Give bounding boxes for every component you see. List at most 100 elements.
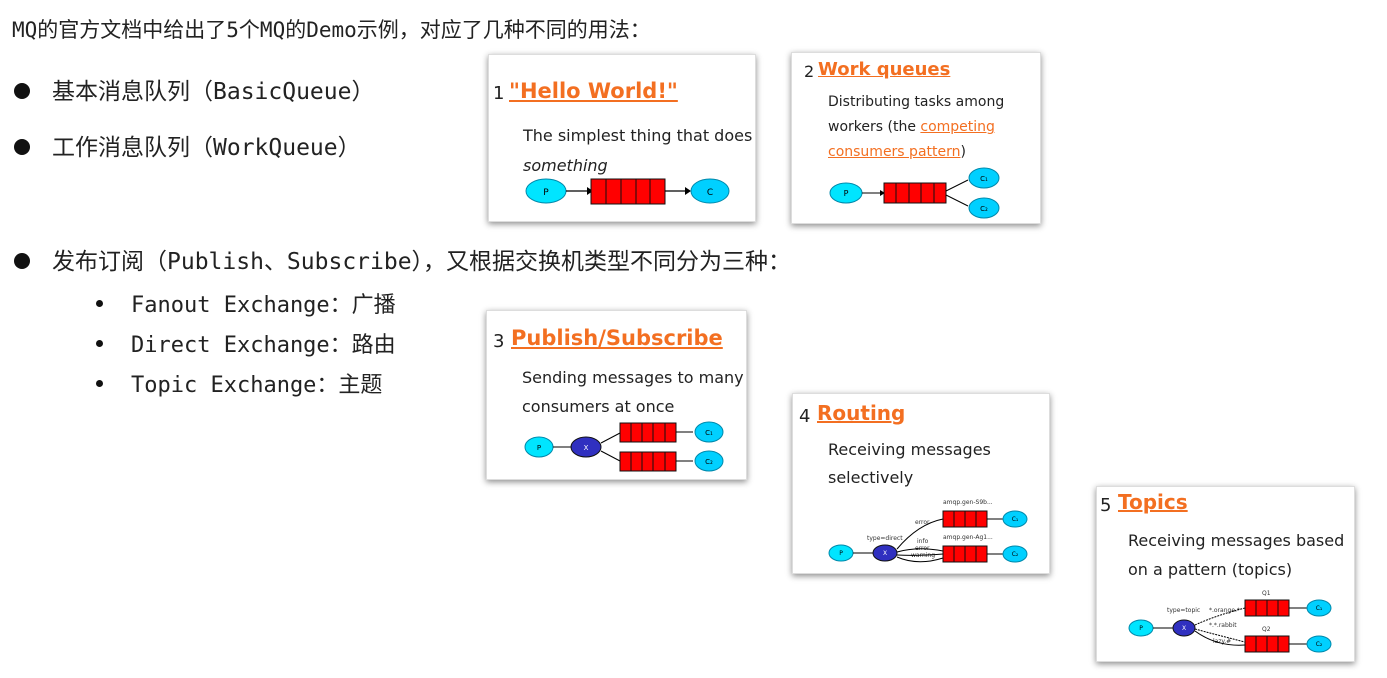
- card-routing: 4 Routing Receiving messages selectively…: [792, 393, 1050, 574]
- desc-line: Receiving messages: [828, 440, 991, 459]
- consumer-node: [1002, 545, 1028, 563]
- consumer-node: [694, 450, 724, 472]
- consumer-label: C₁: [705, 429, 713, 437]
- card-description: Receiving messages based on a pattern (t…: [1128, 526, 1344, 584]
- card-number: 1: [493, 83, 505, 104]
- queue-name-label: Q2: [1262, 626, 1271, 633]
- desc-line: on a pattern (topics): [1128, 560, 1293, 579]
- binding-arrow: [1194, 630, 1246, 646]
- sub-item-topic: Topic Exchange：主题: [96, 367, 382, 399]
- desc-line: Distributing tasks among: [828, 94, 1005, 110]
- card-title-link[interactable]: "Hello World!": [509, 79, 678, 103]
- arrow-line: [600, 450, 621, 462]
- sub-bullet-dot: [96, 339, 103, 347]
- exchange-label: X: [883, 550, 887, 557]
- routing-key-label: lazy.#: [1213, 638, 1231, 645]
- card-number: 2: [804, 62, 815, 81]
- producer-label: P: [537, 444, 541, 452]
- arrow-head: [685, 187, 691, 195]
- card-hello-world: 1 "Hello World!" The simplest thing that…: [488, 54, 756, 222]
- desc-line: selectively: [828, 468, 914, 487]
- consumers-pattern-link[interactable]: consumers pattern: [828, 144, 961, 160]
- intro-text: MQ的官方文档中给出了5个MQ的Demo示例，对应了几种不同的用法：: [12, 18, 651, 42]
- sub-item-fanout: Fanout Exchange：广播: [96, 287, 396, 319]
- binding-arrow: [896, 518, 944, 550]
- bullet-label: 基本消息队列（BasicQueue）: [52, 79, 375, 105]
- card-topics: 5 Topics Receiving messages based on a p…: [1096, 486, 1355, 662]
- consumer-label: C₁: [1316, 605, 1323, 612]
- card-publish-subscribe: 3 Publish/Subscribe Sending messages to …: [486, 310, 747, 480]
- bullet-dot: [14, 252, 30, 269]
- arrow-line: [945, 194, 969, 207]
- card-number: 4: [799, 406, 811, 427]
- queue-block: [619, 422, 677, 443]
- desc-line: consumers pattern): [828, 140, 1004, 165]
- diagram-hello-world: P C: [525, 178, 730, 205]
- desc-line: Receiving messages based: [1128, 531, 1345, 550]
- card-title-link[interactable]: Publish/Subscribe: [511, 326, 723, 350]
- queue-name-label: amqp.gen-Ag1...: [943, 534, 993, 541]
- consumer-node: [1306, 599, 1332, 617]
- consumer-label: C: [707, 188, 713, 198]
- binding-arrow: [896, 556, 944, 563]
- arrow-line: [945, 179, 969, 192]
- desc-line: The simplest thing that does: [523, 126, 753, 145]
- bullet-work-queue: 工作消息队列（WorkQueue）: [14, 128, 361, 162]
- exchange-label: X: [584, 444, 589, 452]
- exchange-type-label: type=direct: [867, 535, 903, 542]
- competing-link[interactable]: competing: [920, 119, 995, 135]
- routing-key-label: info: [917, 538, 929, 545]
- producer-label: P: [844, 189, 849, 198]
- producer-label: P: [839, 550, 843, 557]
- routing-key-label: *.*.rabbit: [1209, 622, 1237, 629]
- diagram-topics: Q1 Q2 type=topic *.orange.* *.*.rabbit l…: [1128, 590, 1332, 653]
- producer-label: P: [1139, 625, 1143, 632]
- card-number: 5: [1100, 495, 1112, 516]
- consumer-label: C₂: [1012, 551, 1019, 558]
- queue-block: [619, 451, 677, 472]
- card-description: Sending messages to many consumers at on…: [522, 363, 744, 421]
- sub-item-label: Direct Exchange：路由: [131, 333, 396, 358]
- routing-key-label: *.orange.*: [1209, 607, 1240, 614]
- consumer-node: [1002, 510, 1028, 528]
- consumer-node: [968, 167, 1000, 189]
- desc-line: workers (the competing: [828, 115, 1004, 140]
- bullet-basic-queue: 基本消息队列（BasicQueue）: [14, 72, 374, 106]
- arrow-line: [600, 432, 621, 444]
- consumer-node: [690, 178, 730, 204]
- exchange-node: [872, 544, 898, 562]
- sub-item-direct: Direct Exchange：路由: [96, 327, 396, 359]
- consumer-label: C₁: [1012, 516, 1019, 523]
- card-number: 3: [493, 331, 505, 352]
- consumer-label: C₂: [980, 205, 988, 213]
- diagram-routing: amqp.gen-S9b... amqp.gen-Ag1... type=dir…: [828, 499, 1028, 563]
- consumer-node: [694, 421, 724, 443]
- desc-text: workers (the: [828, 119, 921, 135]
- diagram-work-queues: P C₁ C₂: [829, 167, 1000, 219]
- arrow-head: [587, 187, 593, 195]
- exchange-type-label: type=topic: [1167, 607, 1200, 614]
- exchange-label: X: [1182, 625, 1186, 632]
- exchange-node: [570, 436, 602, 458]
- binding-arrow: [896, 548, 944, 553]
- desc-line: something: [523, 156, 608, 175]
- exchange-node: [1172, 619, 1196, 637]
- consumer-node: [1306, 635, 1332, 653]
- desc-text: ): [960, 144, 966, 160]
- card-title-link[interactable]: Topics: [1118, 490, 1188, 514]
- card-title-link[interactable]: Work queues: [818, 59, 951, 80]
- card-description: The simplest thing that does something: [523, 121, 752, 181]
- consumer-node: [968, 197, 1000, 219]
- bullet-label: 工作消息队列（WorkQueue）: [52, 135, 361, 161]
- binding-arrow: [896, 553, 944, 556]
- queue-name-label: Q1: [1262, 590, 1271, 597]
- consumer-label: C₁: [980, 175, 988, 183]
- bullet-label: 发布订阅（Publish、Subscribe），又根据交换机类型不同分为三种：: [52, 249, 792, 275]
- card-description: Receiving messages selectively: [828, 436, 991, 492]
- consumer-label: C₂: [1316, 641, 1323, 648]
- queue-name-label: amqp.gen-S9b...: [943, 499, 993, 506]
- sub-item-label: Fanout Exchange：广播: [131, 293, 396, 318]
- routing-key-label: error: [915, 519, 930, 526]
- sub-bullet-dot: [96, 379, 103, 387]
- card-title-link[interactable]: Routing: [817, 401, 906, 425]
